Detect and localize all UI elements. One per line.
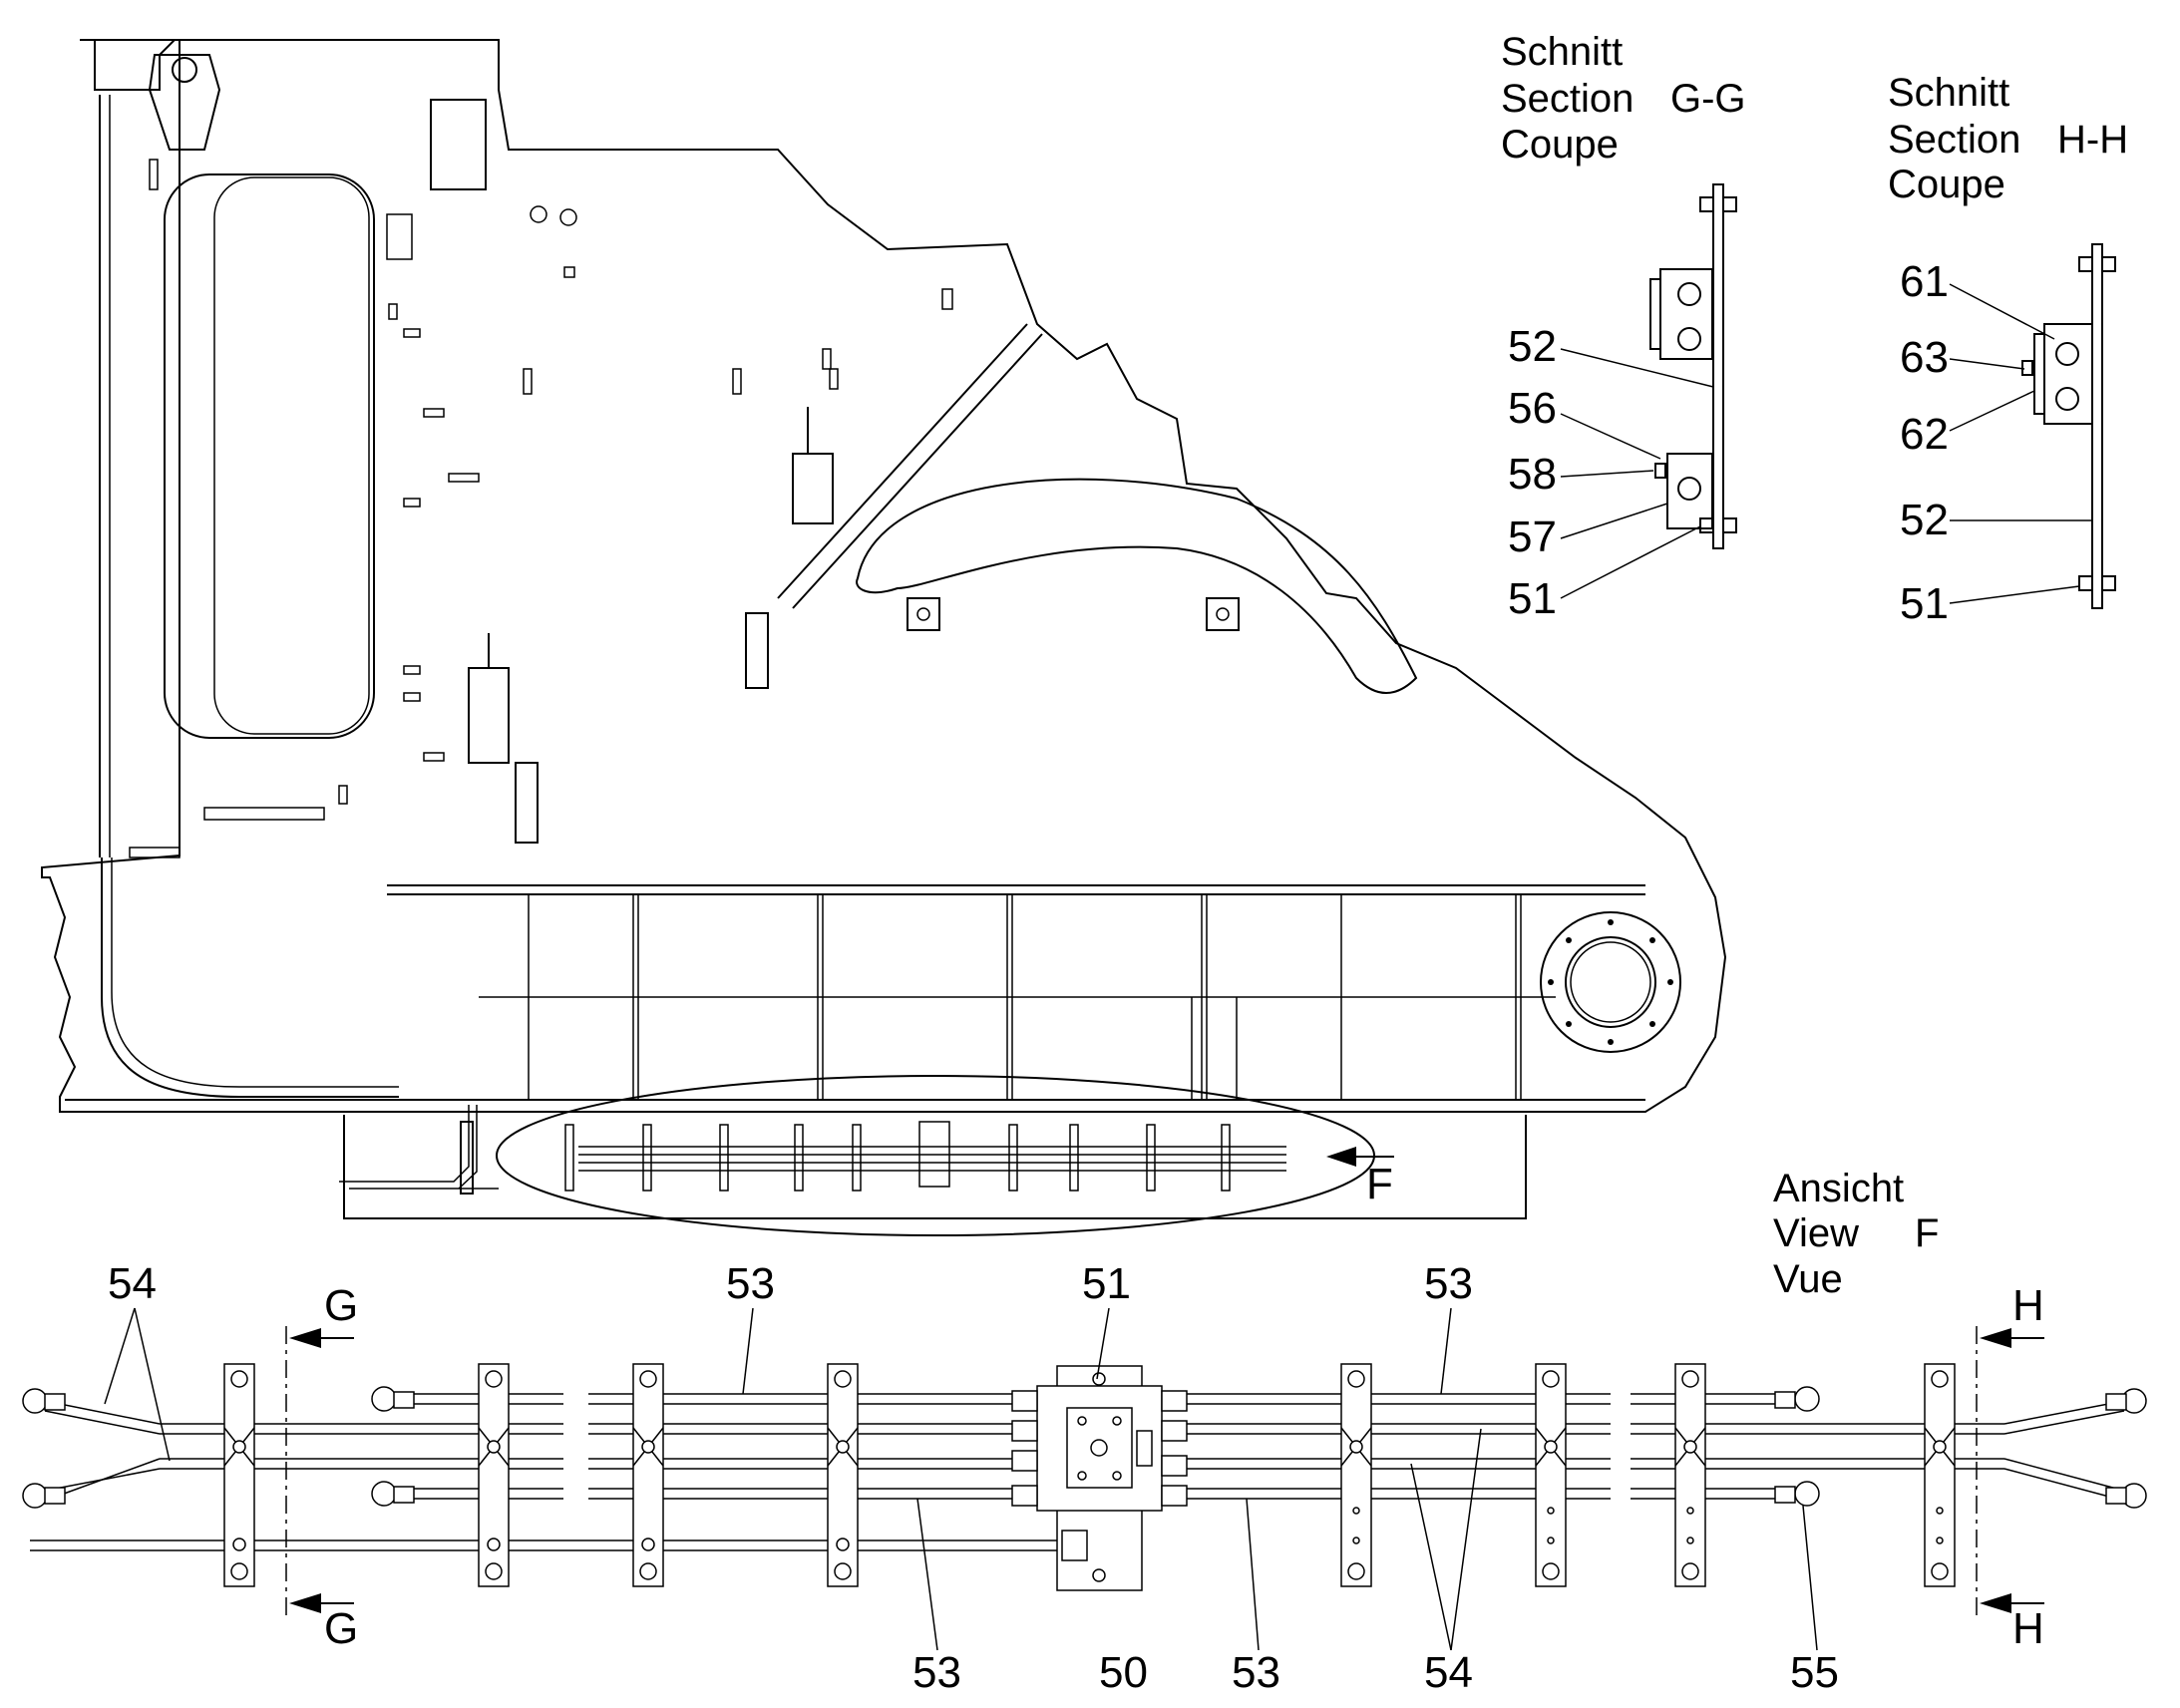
plate-1 xyxy=(907,597,940,631)
section-gg-line3: Coupe xyxy=(1501,123,1619,167)
hh-callout-63: 63 xyxy=(1900,333,1949,382)
cylinder-mid xyxy=(745,612,769,689)
lift-bracket xyxy=(148,54,221,151)
gg-leaders xyxy=(1560,348,1714,599)
pivot-flange xyxy=(1540,911,1681,1053)
section-gg-tag: G-G xyxy=(1670,77,1746,121)
clamp-bar xyxy=(1674,1363,1706,1587)
cut-g-top-label: G xyxy=(324,1281,358,1330)
cut-line-g: G G xyxy=(285,1281,358,1653)
view-f-line3: Vue xyxy=(1773,1257,1843,1301)
cut-h-bottom-label: H xyxy=(2012,1604,2044,1653)
section-hh-line1: Schnitt xyxy=(1888,71,2009,115)
callout-50: 50 xyxy=(1099,1648,1148,1697)
clamp-bar xyxy=(632,1363,664,1587)
clamp-bars xyxy=(223,1363,1956,1587)
inner-window-outer xyxy=(164,173,375,739)
callout-53-bottom-mid: 53 xyxy=(1232,1648,1280,1697)
hh-callout-51: 51 xyxy=(1900,579,1949,628)
callout-54-left: 54 xyxy=(108,1259,157,1308)
clamp-bar xyxy=(223,1363,255,1587)
hh-plate xyxy=(2091,243,2103,609)
hh-callout-52: 52 xyxy=(1900,496,1949,544)
gg-callout-58: 58 xyxy=(1508,450,1557,499)
diagonal-brace xyxy=(777,323,1043,609)
hose-chain xyxy=(101,857,399,1098)
gg-clamp-lower xyxy=(1666,453,1713,529)
gg-callout-52: 52 xyxy=(1508,322,1557,371)
inner-window-inner xyxy=(213,176,370,735)
curved-opening xyxy=(856,478,1418,694)
gg-callout-56: 56 xyxy=(1508,384,1557,433)
cylinder-upper xyxy=(792,453,834,524)
plate-2 xyxy=(1206,597,1240,631)
frame-verticals xyxy=(528,894,1522,1100)
cut-line-h: H H xyxy=(1976,1281,2044,1653)
cut-g-bottom-label: G xyxy=(324,1604,358,1653)
housing-outline xyxy=(41,39,1727,1113)
gg-callout-57: 57 xyxy=(1508,512,1557,561)
gg-clamp-upper xyxy=(1659,268,1713,360)
pivot-bore xyxy=(1565,936,1656,1028)
callout-51-top: 51 xyxy=(1082,1259,1131,1308)
view-f: Ansicht View F Vue xyxy=(22,1167,2147,1697)
hh-callout-62: 62 xyxy=(1900,410,1949,459)
callout-53-top-right: 53 xyxy=(1424,1259,1473,1308)
callout-55: 55 xyxy=(1790,1648,1839,1697)
section-gg-line1: Schnitt xyxy=(1501,30,1623,74)
clamp-bar xyxy=(478,1363,510,1587)
section-hh: Schnitt Section H-H Coupe 61 63 62 52 51 xyxy=(1888,71,2128,628)
small-fittings xyxy=(129,159,953,858)
hh-leaders xyxy=(1949,283,2092,604)
section-hh-line2: Section xyxy=(1888,118,2020,162)
clamp-bar xyxy=(827,1363,859,1587)
callout-53-bottom-left: 53 xyxy=(912,1648,961,1697)
view-f-tag: F xyxy=(1915,1211,1939,1255)
clamp-bar xyxy=(1535,1363,1567,1587)
base-trough xyxy=(343,1115,1527,1219)
cylinder-base xyxy=(515,762,539,844)
section-hh-line3: Coupe xyxy=(1888,163,2005,206)
section-hh-tag: H-H xyxy=(2057,118,2128,162)
cut-h-top-label: H xyxy=(2012,1281,2044,1330)
hh-clamp xyxy=(2043,323,2093,425)
callout-53-top-left: 53 xyxy=(726,1259,775,1308)
upper-panel xyxy=(430,99,487,190)
pivot-bolts xyxy=(1548,919,1673,1045)
view-f-arrow-label: F xyxy=(1366,1160,1393,1208)
distribution-block xyxy=(1011,1365,1188,1591)
lift-bracket-hole xyxy=(172,57,197,83)
callout-54-bottom: 54 xyxy=(1424,1648,1473,1697)
cylinder-lower xyxy=(468,667,510,764)
gg-plate xyxy=(1712,183,1724,549)
clamp-bar xyxy=(1924,1363,1956,1587)
section-gg: Schnitt Section G-G Coupe 52 56 58 57 51 xyxy=(1501,30,1746,623)
section-gg-line2: Section xyxy=(1501,77,1634,121)
pipe-fittings xyxy=(22,1386,2147,1509)
clamp-bar xyxy=(1340,1363,1372,1587)
view-f-line2: View xyxy=(1773,1211,1859,1255)
hh-callout-61: 61 xyxy=(1900,257,1949,306)
view-f-leaders xyxy=(104,1307,1818,1651)
gg-callout-51: 51 xyxy=(1508,574,1557,623)
mini-tube-run xyxy=(564,1121,1286,1192)
main-side-view: F xyxy=(41,39,1727,1236)
view-f-line1: Ansicht xyxy=(1773,1167,1904,1210)
